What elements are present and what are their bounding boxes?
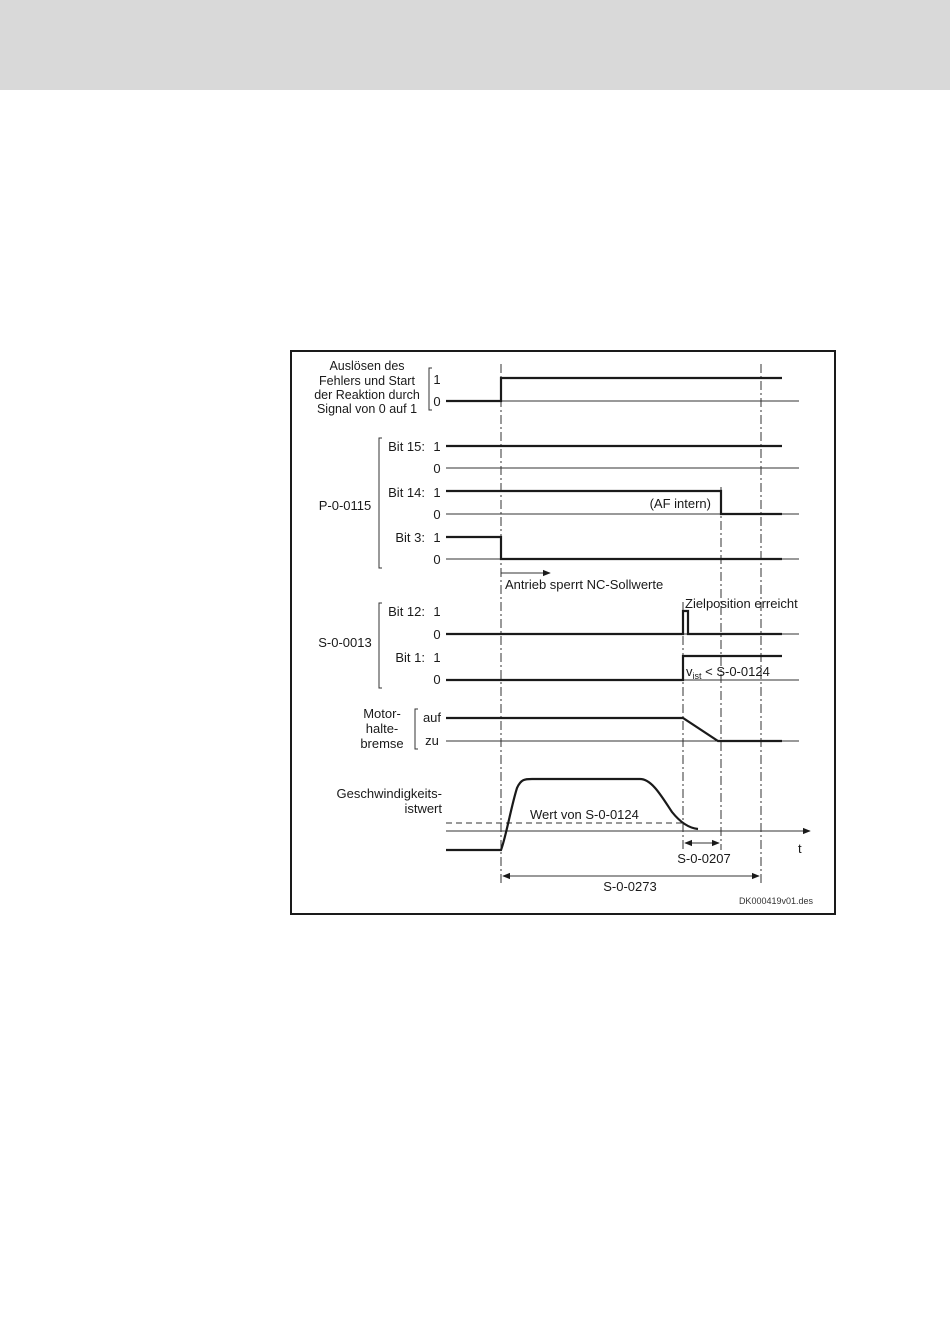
- target-note: Zielposition erreicht: [685, 596, 798, 611]
- brake-label-3: bremse: [360, 736, 403, 751]
- timing-diagram: Auslösen des Fehlers und Start der Reakt…: [314, 359, 814, 906]
- trigger-label-2: Fehlers und Start: [319, 374, 415, 388]
- trigger-label-3: der Reaktion durch: [314, 388, 420, 402]
- timing-diagram-frame: Auslösen des Fehlers und Start der Reakt…: [290, 350, 836, 915]
- p0115-group: P-0-0115 Bit 15: 1 0 Bit 14: 1 0 (AF int…: [319, 437, 799, 592]
- s0124-reference-note: Wert von S-0-0124: [530, 807, 639, 822]
- speed-label-1: Geschwindigkeits-: [337, 786, 443, 801]
- trigger-level-0: 0: [433, 394, 440, 409]
- bit15-level-0: 0: [433, 461, 440, 476]
- brake-group: Motor- halte- bremse auf zu: [360, 706, 799, 751]
- time-axis-label: t: [798, 841, 802, 856]
- bit12-level-0: 0: [433, 627, 440, 642]
- brake-open-label: auf: [423, 710, 441, 725]
- trigger-label-4: Signal von 0 auf 1: [317, 402, 417, 416]
- speed-label-2: istwert: [404, 801, 442, 816]
- speed-group: Geschwindigkeits- istwert Wert von S-0-0…: [337, 777, 811, 894]
- af-intern-note: (AF intern): [650, 496, 711, 511]
- brake-bracket: [414, 708, 418, 750]
- v-ist-note: vist < S-0-0124: [686, 664, 770, 681]
- s0013-group: S-0-0013 Bit 12: 1 0 Zielposition erreic…: [318, 596, 799, 689]
- bit14-level-1: 1: [433, 485, 440, 500]
- trigger-level-1: 1: [433, 372, 440, 387]
- bit3-level-1: 1: [433, 530, 440, 545]
- brake-closed-label: zu: [425, 733, 439, 748]
- file-reference: DK000419v01.des: [739, 896, 814, 906]
- bit3-level-0: 0: [433, 552, 440, 567]
- brake-label-2: halte-: [366, 721, 399, 736]
- bit12-level-1: 1: [433, 604, 440, 619]
- page-header-band: [0, 0, 950, 90]
- brake-waveform: [446, 716, 782, 743]
- bit3-waveform: [446, 535, 782, 561]
- bit1-waveform: [446, 654, 782, 682]
- bit1-level-1: 1: [433, 650, 440, 665]
- bit14-waveform: [446, 489, 782, 516]
- brake-label-1: Motor-: [363, 706, 401, 721]
- s0273-label: S-0-0273: [603, 879, 656, 894]
- bit1-level-0: 0: [433, 672, 440, 687]
- p0115-param-label: P-0-0115: [319, 498, 372, 513]
- p0115-bracket: [378, 437, 382, 569]
- trigger-signal-group: Auslösen des Fehlers und Start der Reakt…: [314, 359, 799, 416]
- bit15-level-1: 1: [433, 439, 440, 454]
- bit15-label: Bit 15:: [388, 439, 425, 454]
- nc-note: Antrieb sperrt NC-Sollwerte: [505, 577, 663, 592]
- s0013-bracket: [378, 602, 382, 689]
- speed-waveform: [446, 777, 699, 852]
- bit14-label: Bit 14:: [388, 485, 425, 500]
- bit3-label: Bit 3:: [395, 530, 425, 545]
- s0207-label: S-0-0207: [677, 851, 730, 866]
- bit12-label: Bit 12:: [388, 604, 425, 619]
- bit12-waveform: [446, 609, 782, 636]
- bit1-label: Bit 1:: [395, 650, 425, 665]
- trigger-waveform: [446, 376, 782, 403]
- trigger-bracket: [428, 367, 432, 411]
- s0013-param-label: S-0-0013: [318, 635, 371, 650]
- bit14-level-0: 0: [433, 507, 440, 522]
- trigger-label-1: Auslösen des: [329, 359, 404, 373]
